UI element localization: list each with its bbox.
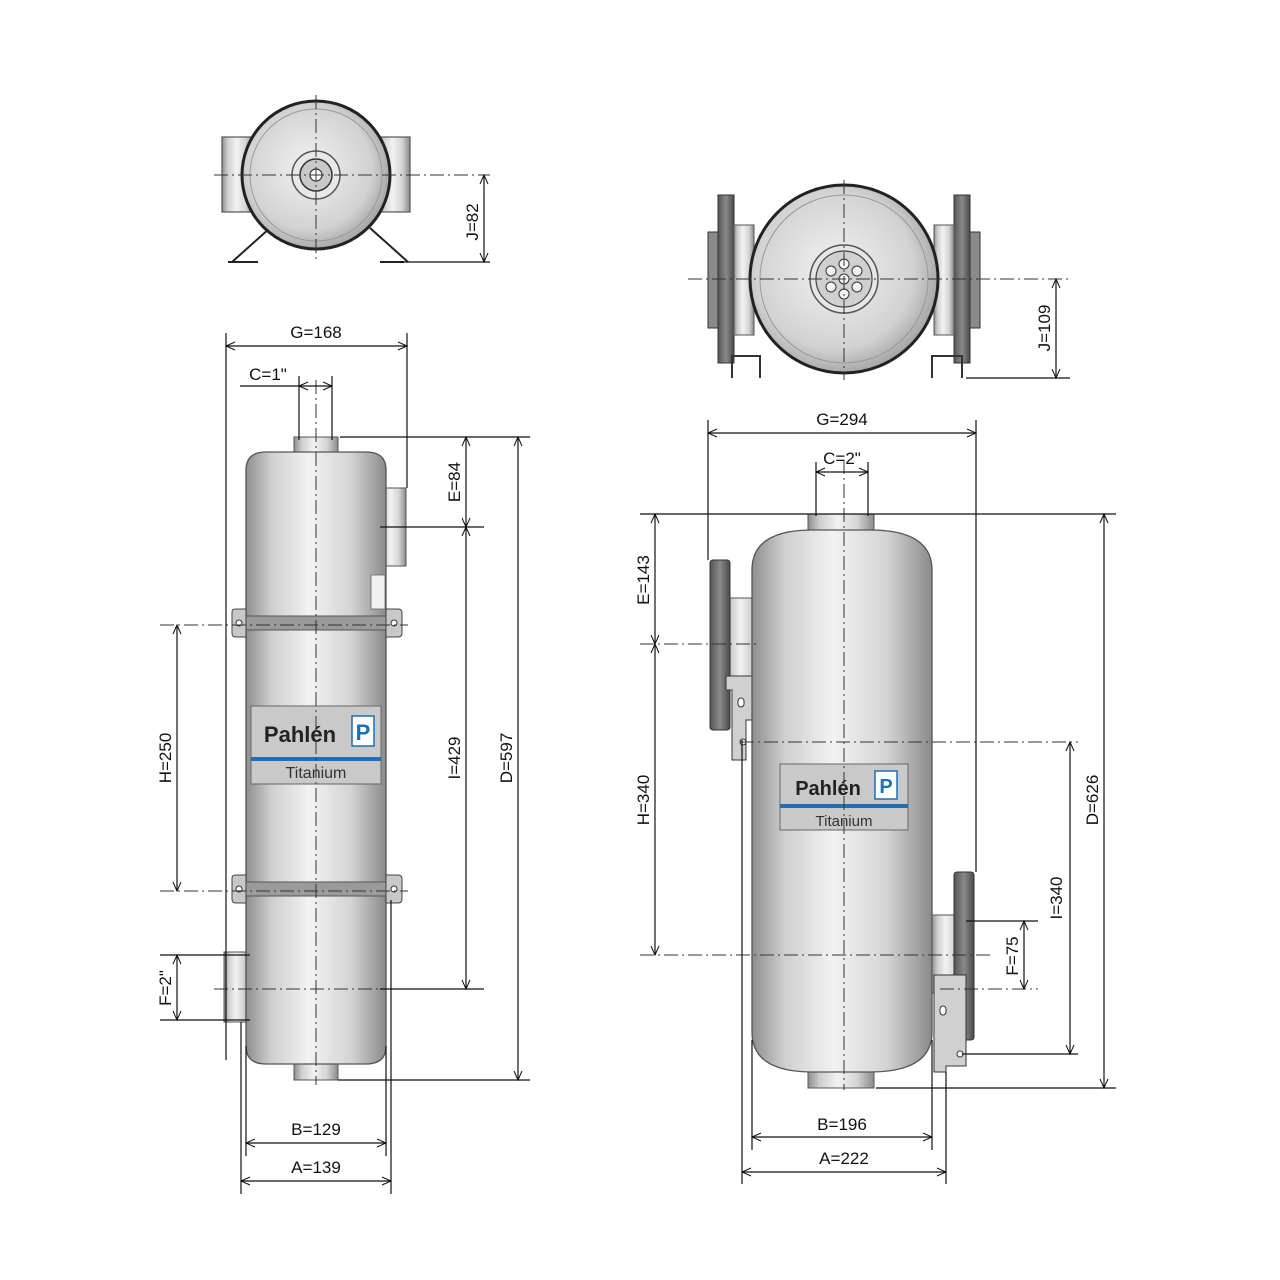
large-brand-name: Pahlén — [795, 778, 861, 800]
small-unit-side-view: Pahlén P Titanium G=168 C=1" E=84 — [156, 323, 530, 1194]
small-e-label: E=84 — [445, 462, 464, 502]
large-j-label: J=109 — [1035, 305, 1054, 352]
large-unit-top-view: J=109 — [688, 180, 1070, 380]
large-a-label: A=222 — [819, 1149, 869, 1168]
pahlen-logo-icon: P — [874, 770, 898, 800]
small-brand-name: Pahlén — [264, 722, 336, 747]
svg-text:P: P — [356, 720, 371, 745]
large-f-label: F=75 — [1003, 936, 1022, 975]
large-b-label: B=196 — [817, 1115, 867, 1134]
small-i-label: I=429 — [445, 736, 464, 779]
small-f-label: F=2" — [156, 970, 175, 1006]
large-d-label: D=626 — [1083, 775, 1102, 826]
large-c-label: C=2" — [823, 449, 861, 468]
small-c-label: C=1" — [249, 365, 287, 384]
small-unit-top-view: J=82 — [214, 95, 490, 264]
pahlen-logo-icon: P — [351, 715, 375, 747]
small-h-label: H=250 — [156, 733, 175, 784]
small-d-label: D=597 — [497, 733, 516, 784]
small-j-label: J=82 — [463, 203, 482, 240]
small-b-label: B=129 — [291, 1120, 341, 1139]
large-i-label: I=340 — [1047, 876, 1066, 919]
large-h-label: H=340 — [634, 775, 653, 826]
large-e-label: E=143 — [634, 555, 653, 605]
svg-text:P: P — [879, 776, 892, 798]
small-g-label: G=168 — [290, 323, 342, 342]
large-unit-side-view: Pahlén P Titanium G=294 C=2" E=143 — [634, 410, 1116, 1184]
large-g-label: G=294 — [816, 410, 868, 429]
small-a-label: A=139 — [291, 1158, 341, 1177]
